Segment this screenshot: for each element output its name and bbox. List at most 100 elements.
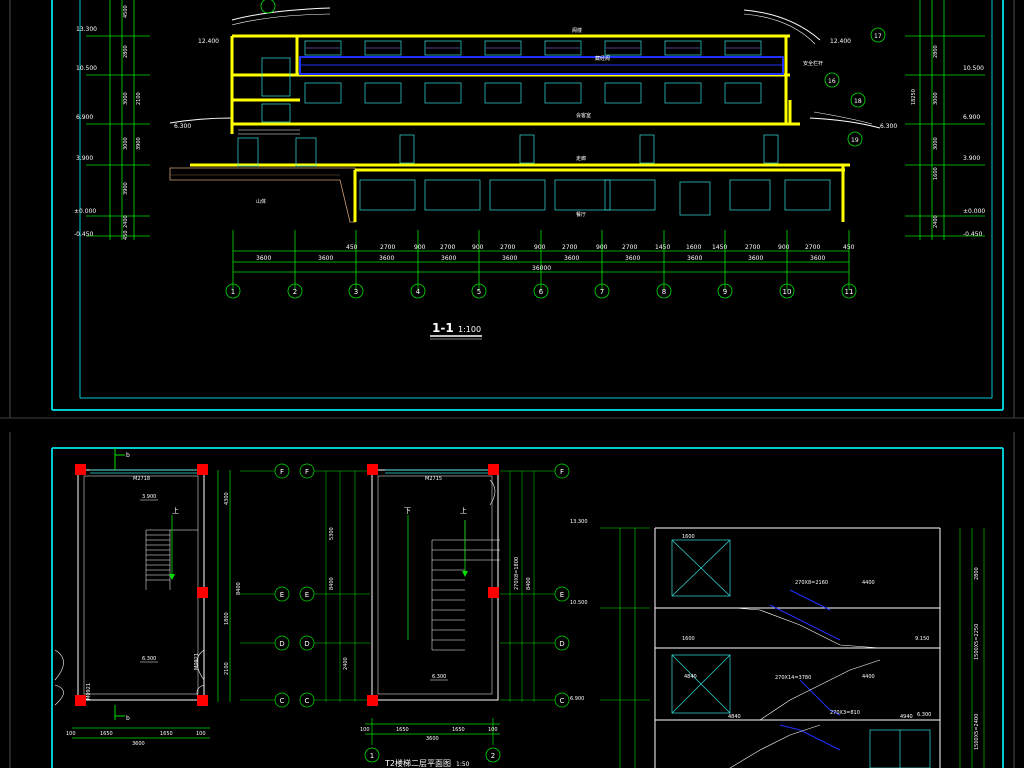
plan-dim: 1650 [160, 731, 173, 737]
vdim-text: 2400 [933, 215, 939, 228]
vdim-text: 3900 [123, 182, 129, 195]
callout-number: 17 [874, 33, 882, 40]
sub-dim: 2700 [380, 244, 395, 251]
axis-label: C [305, 697, 310, 705]
vdim-text: 3000 [933, 137, 939, 150]
plan-level: 6.300 [432, 674, 446, 680]
plan-level: 3.900 [142, 494, 156, 500]
level-text: 6.900 [963, 114, 980, 121]
sec2-dim: 4400 [862, 580, 875, 586]
sec2-dim: 4940 [900, 714, 913, 720]
plan-stair-dim: 270X8=1800 [514, 557, 520, 590]
sec2-dim: 1600 [682, 534, 695, 540]
plan-dim: 100 [66, 731, 76, 737]
level-text: 6.300 [174, 123, 191, 130]
level-text: 10.500 [963, 65, 984, 72]
axis-label: D [559, 640, 564, 648]
sec2-level: 13.300 [570, 519, 588, 525]
room-label-library: 藏经阁 [595, 55, 610, 62]
vdim-text: 3000 [933, 92, 939, 105]
level-text: 13.300 [76, 26, 97, 33]
plan-vdim: 8400 [526, 577, 532, 590]
sec2-level: 10.500 [570, 600, 588, 606]
vdim-text: 450 [123, 230, 129, 240]
door-code: M2718 [133, 476, 150, 482]
bay-dim: 3600 [379, 255, 394, 262]
room-label-attic: 阁楼 [572, 27, 582, 34]
bay-dim: 3600 [441, 255, 456, 262]
level-text: 12.400 [198, 38, 219, 45]
plan-dim: 100 [488, 727, 498, 733]
vdim-text: 2100 [136, 92, 142, 105]
vdim-text: 2800 [933, 45, 939, 58]
level-text: ±0.000 [963, 208, 985, 215]
sub-dim: 1600 [686, 244, 701, 251]
axis-label: C [280, 697, 285, 705]
right-level-dimensions: 12.400 10.500 6.900 6.300 3.900 ±0.000 -… [830, 0, 985, 240]
stair-up-label: 上 [460, 506, 467, 515]
grid-label: 5 [477, 288, 481, 296]
axis-label: F [305, 468, 309, 476]
bay-dim: 3600 [687, 255, 702, 262]
axis-label: C [560, 697, 565, 705]
level-text: 3.900 [963, 155, 980, 162]
plan-dim: 1650 [396, 727, 409, 733]
plan-level: 6.300 [142, 656, 156, 662]
grid-label: 10 [783, 288, 792, 296]
plan-dim: 3600 [132, 741, 145, 747]
axis-label: F [280, 468, 284, 476]
section-mark: b [126, 715, 130, 722]
sub-dim: 2700 [745, 244, 760, 251]
plan-vdim: 8400 [329, 577, 335, 590]
level-text: 6.300 [880, 123, 897, 130]
plan-dim: 100 [196, 731, 206, 737]
callout-railing: 安全栏杆 [803, 60, 823, 67]
grid-axis-bubbles: 1 2 3 4 5 6 7 8 9 10 11 [225, 283, 857, 299]
door-code: M2715 [425, 476, 442, 482]
vdim-text: 2800 [123, 45, 129, 58]
vdim-text: 4500 [123, 5, 129, 18]
room-label-dining: 餐厅 [576, 211, 586, 218]
sec2-dim: 9.150 [915, 636, 929, 642]
stair-section-right: 13.300 10.500 6.900 1600 270X8=2160 4400… [570, 519, 985, 768]
plan-scale: 1:50 [456, 761, 470, 768]
callout-number: 16 [828, 78, 836, 85]
axis-label: D [304, 640, 309, 648]
room-label-hill: 山体 [256, 198, 266, 205]
axis-label: E [305, 591, 309, 599]
bay-dim: 3600 [810, 255, 825, 262]
bay-dim: 3600 [502, 255, 517, 262]
axis-label: E [560, 591, 564, 599]
sub-dim: 900 [414, 244, 426, 251]
building-section-1-1: 山体 [169, 0, 886, 223]
vdim-text: 3000 [123, 137, 129, 150]
stair-down-label: 下 [404, 507, 411, 515]
axis-label: F [560, 468, 564, 476]
left-level-dimensions: 13.300 12.400 10.500 6.900 6.300 3.900 ±… [74, 0, 219, 240]
grid-label: 8 [662, 288, 666, 296]
door-code: M0921 [86, 683, 92, 700]
sub-dim: 900 [472, 244, 484, 251]
sub-dim: 1450 [655, 244, 670, 251]
callout-number: 19 [851, 137, 859, 144]
section-title-block: 1-1 1:100 [430, 321, 482, 340]
sub-dim: 2700 [562, 244, 577, 251]
plan-vdim: 1800 [224, 612, 230, 625]
bay-dim: 3600 [748, 255, 763, 262]
section-title: 1-1 [432, 321, 454, 335]
grid-label: 6 [539, 288, 544, 296]
sec2-vdim: 1500X5=2250 [974, 624, 980, 660]
sec2-dim: 4840 [728, 714, 741, 720]
sub-dim: 900 [596, 244, 608, 251]
plan-dim: 1650 [452, 727, 465, 733]
grid-label: 2 [491, 752, 495, 760]
section-mark: b [126, 452, 130, 459]
grid-label: 2 [293, 288, 297, 296]
sec2-dim: 270X3=810 [830, 710, 860, 716]
grid-label: 3 [354, 288, 358, 296]
sec2-level: 6.900 [570, 696, 584, 702]
bay-dim: 3600 [318, 255, 333, 262]
grid-label: 1 [231, 288, 235, 296]
room-label-corridor: 走廊 [576, 155, 586, 162]
